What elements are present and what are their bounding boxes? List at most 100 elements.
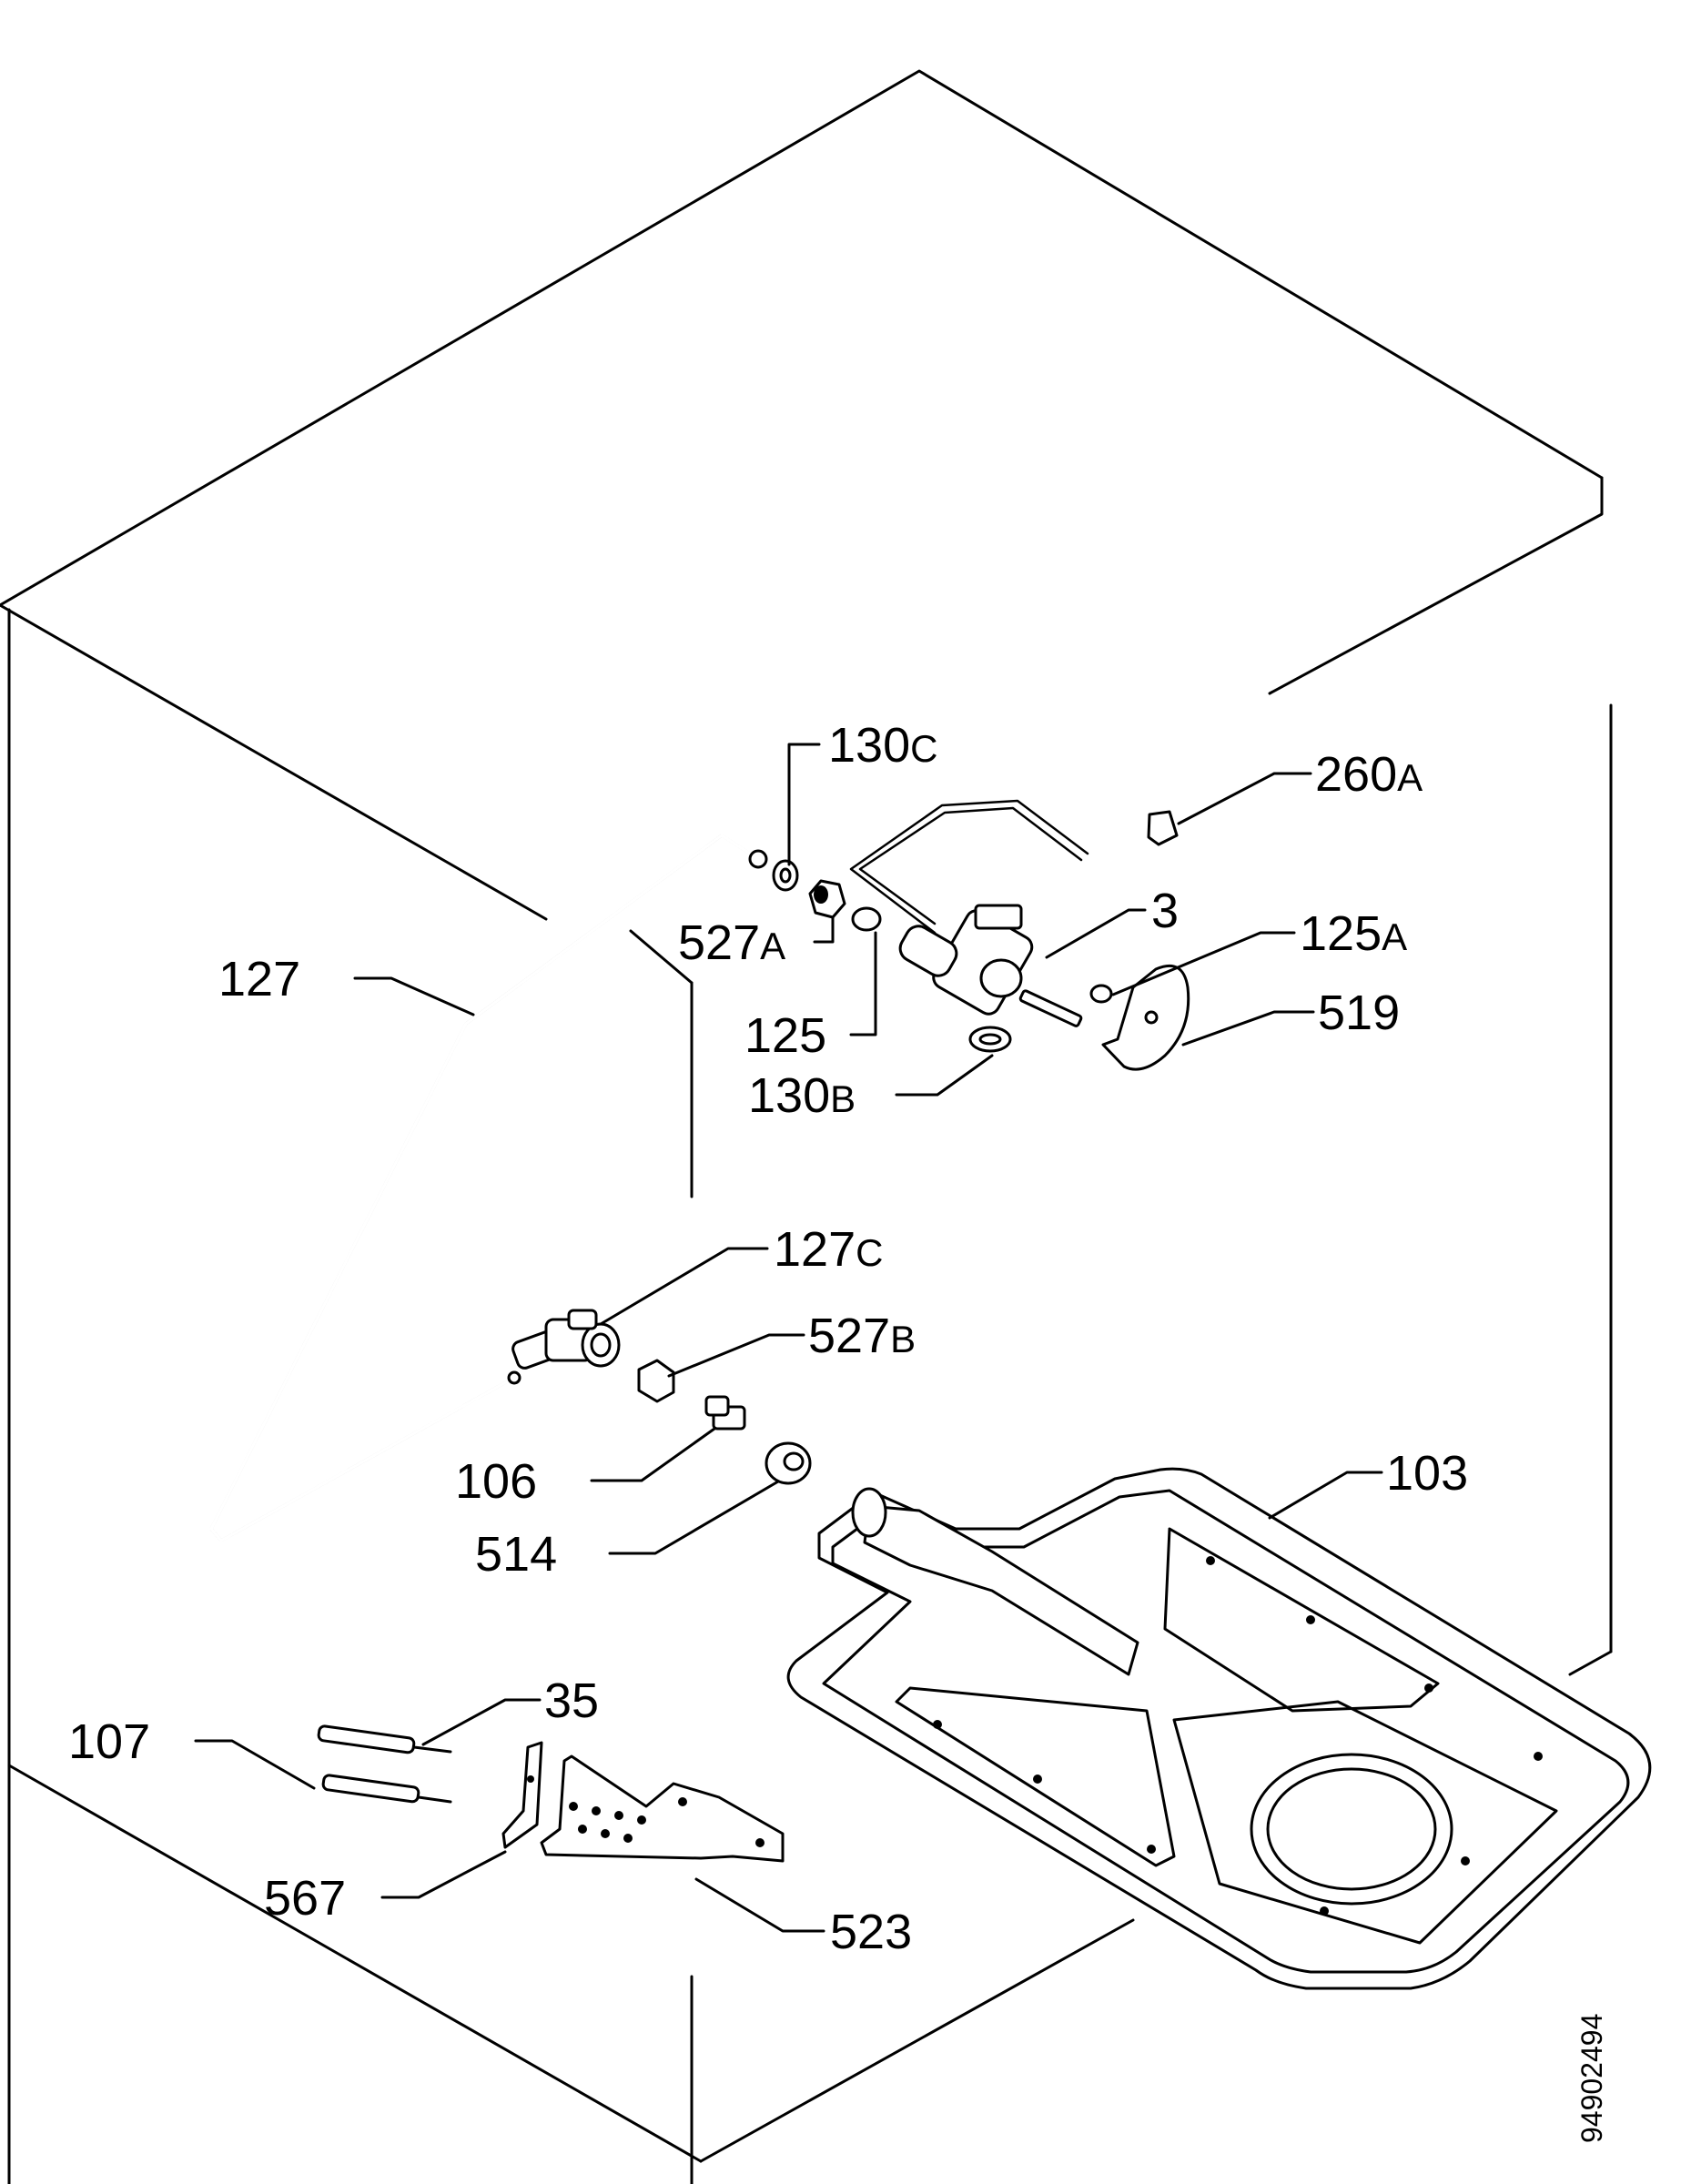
callout-127c: 127C bbox=[774, 1222, 883, 1277]
electrode-107 bbox=[321, 1774, 452, 1804]
leader-125 bbox=[849, 931, 877, 1036]
nut-527a bbox=[808, 879, 846, 919]
valve-inlet bbox=[898, 925, 958, 977]
callout-514: 514 bbox=[475, 1527, 557, 1582]
cabinet-bottom-left-edge bbox=[7, 1764, 703, 2163]
leader-527a bbox=[813, 915, 835, 944]
valve-spindle bbox=[1018, 989, 1083, 1027]
electrode-35-body bbox=[317, 1724, 416, 1754]
callout-567: 567 bbox=[264, 1871, 346, 1926]
leader-106 bbox=[590, 1427, 716, 1482]
burner-tube-end bbox=[851, 1487, 887, 1538]
electrode-107-tip bbox=[417, 1795, 452, 1804]
cabinet-right-bottom bbox=[1568, 1650, 1613, 1676]
cabinet-top-edge bbox=[0, 69, 1604, 607]
elbow-union-127c bbox=[511, 1309, 621, 1370]
elbow-union-top bbox=[567, 1309, 598, 1330]
clip-260a bbox=[1147, 810, 1179, 846]
callout-130c: 130C bbox=[828, 718, 937, 773]
leader-125a bbox=[1111, 931, 1296, 996]
leader-127c bbox=[599, 1247, 769, 1326]
gas-pipe-127 bbox=[209, 834, 768, 1542]
bush-514 bbox=[765, 1441, 812, 1485]
bracket-hole-3 bbox=[614, 1811, 623, 1820]
cabinet-inner-diagonal bbox=[629, 929, 694, 985]
callout-107: 107 bbox=[68, 1714, 150, 1769]
screw-hole-8 bbox=[1461, 1856, 1470, 1866]
pipe-inner bbox=[209, 834, 757, 1542]
bracket-hole-5 bbox=[601, 1829, 610, 1838]
callout-125a: 125A bbox=[1300, 906, 1407, 961]
injector-106-body bbox=[704, 1395, 730, 1417]
valve-bracket bbox=[974, 904, 1023, 930]
olive-125 bbox=[851, 906, 882, 932]
plate-567 bbox=[501, 1741, 543, 1849]
screw-hole-6 bbox=[1147, 1845, 1156, 1854]
drawing-number: 94902494 bbox=[1575, 2014, 1608, 2143]
leader-519 bbox=[1181, 1010, 1315, 1046]
bracket-hole-2 bbox=[592, 1806, 601, 1815]
callout-103: 103 bbox=[1386, 1446, 1468, 1501]
burner-ring-inner bbox=[1266, 1767, 1437, 1891]
callout-127: 127 bbox=[218, 952, 300, 1006]
callout-519: 519 bbox=[1318, 986, 1400, 1040]
pipe-end-nut bbox=[748, 849, 768, 869]
callout-106: 106 bbox=[455, 1454, 537, 1509]
callout-527a: 527A bbox=[678, 915, 785, 970]
pipe-end-tip bbox=[507, 1370, 522, 1385]
leader-35 bbox=[421, 1698, 542, 1746]
bracket-hole-9 bbox=[755, 1838, 765, 1847]
electrode-35-tip bbox=[412, 1745, 452, 1754]
burner-plate-103 bbox=[786, 1467, 1652, 1990]
olive-125a bbox=[1089, 984, 1113, 1004]
screw-hole-3 bbox=[1424, 1684, 1433, 1693]
bracket-523-body bbox=[540, 1754, 785, 1863]
cabinet-outline bbox=[0, 69, 1613, 2184]
washer-130c-hole bbox=[779, 867, 792, 884]
callout-3: 3 bbox=[1151, 884, 1179, 938]
disc-519-center bbox=[1144, 1010, 1159, 1025]
valve-block bbox=[979, 958, 1023, 998]
screw-hole-1 bbox=[1206, 1556, 1215, 1565]
leader-130c bbox=[787, 743, 821, 866]
leader-527b bbox=[667, 1333, 805, 1378]
burner-slot-lower-left bbox=[895, 1686, 1176, 1867]
screw-hole-2 bbox=[1306, 1615, 1315, 1624]
bracket-hole-6 bbox=[623, 1834, 633, 1843]
cabinet-inner-edge-left bbox=[0, 603, 548, 921]
leader-567 bbox=[380, 1850, 507, 1899]
leader-lines bbox=[194, 743, 1383, 1933]
leader-260a bbox=[1177, 772, 1312, 825]
burner-plate-rim bbox=[822, 1489, 1630, 1974]
bracket-hole-7 bbox=[637, 1815, 646, 1825]
burner-recess bbox=[1172, 1700, 1558, 1945]
callout-125: 125 bbox=[744, 1008, 826, 1063]
nut-527a-face bbox=[814, 885, 828, 904]
injector-106 bbox=[704, 1395, 746, 1431]
bracket-hole-1 bbox=[569, 1802, 578, 1811]
leader-107 bbox=[194, 1739, 316, 1790]
burner-tube bbox=[863, 1504, 1139, 1676]
screw-hole-5 bbox=[1033, 1774, 1042, 1784]
callout-527b: 527B bbox=[808, 1309, 916, 1363]
screw-hole-4 bbox=[933, 1720, 942, 1729]
nut-527b bbox=[637, 1359, 675, 1403]
screw-hole-9 bbox=[1320, 1906, 1329, 1916]
leader-3 bbox=[1045, 908, 1147, 959]
pipe-outer bbox=[209, 834, 757, 1542]
plate-567-hole bbox=[527, 1775, 534, 1783]
bracket-523 bbox=[540, 1754, 785, 1863]
callout-35: 35 bbox=[544, 1673, 599, 1728]
leader-514 bbox=[608, 1480, 780, 1555]
leader-130b bbox=[895, 1054, 994, 1097]
thermocouple-wire-inner bbox=[858, 806, 1083, 925]
bush-514-hole bbox=[783, 1451, 805, 1471]
cabinet-right-edge bbox=[1268, 476, 1604, 695]
bracket-hole-8 bbox=[678, 1797, 687, 1806]
gasket-130b-hole bbox=[978, 1033, 1002, 1046]
screw-hole-7 bbox=[1534, 1752, 1543, 1761]
callout-130b: 130B bbox=[748, 1068, 856, 1123]
cabinet-bottom-right-edge bbox=[699, 1918, 1135, 2163]
electrode-35 bbox=[317, 1724, 452, 1754]
